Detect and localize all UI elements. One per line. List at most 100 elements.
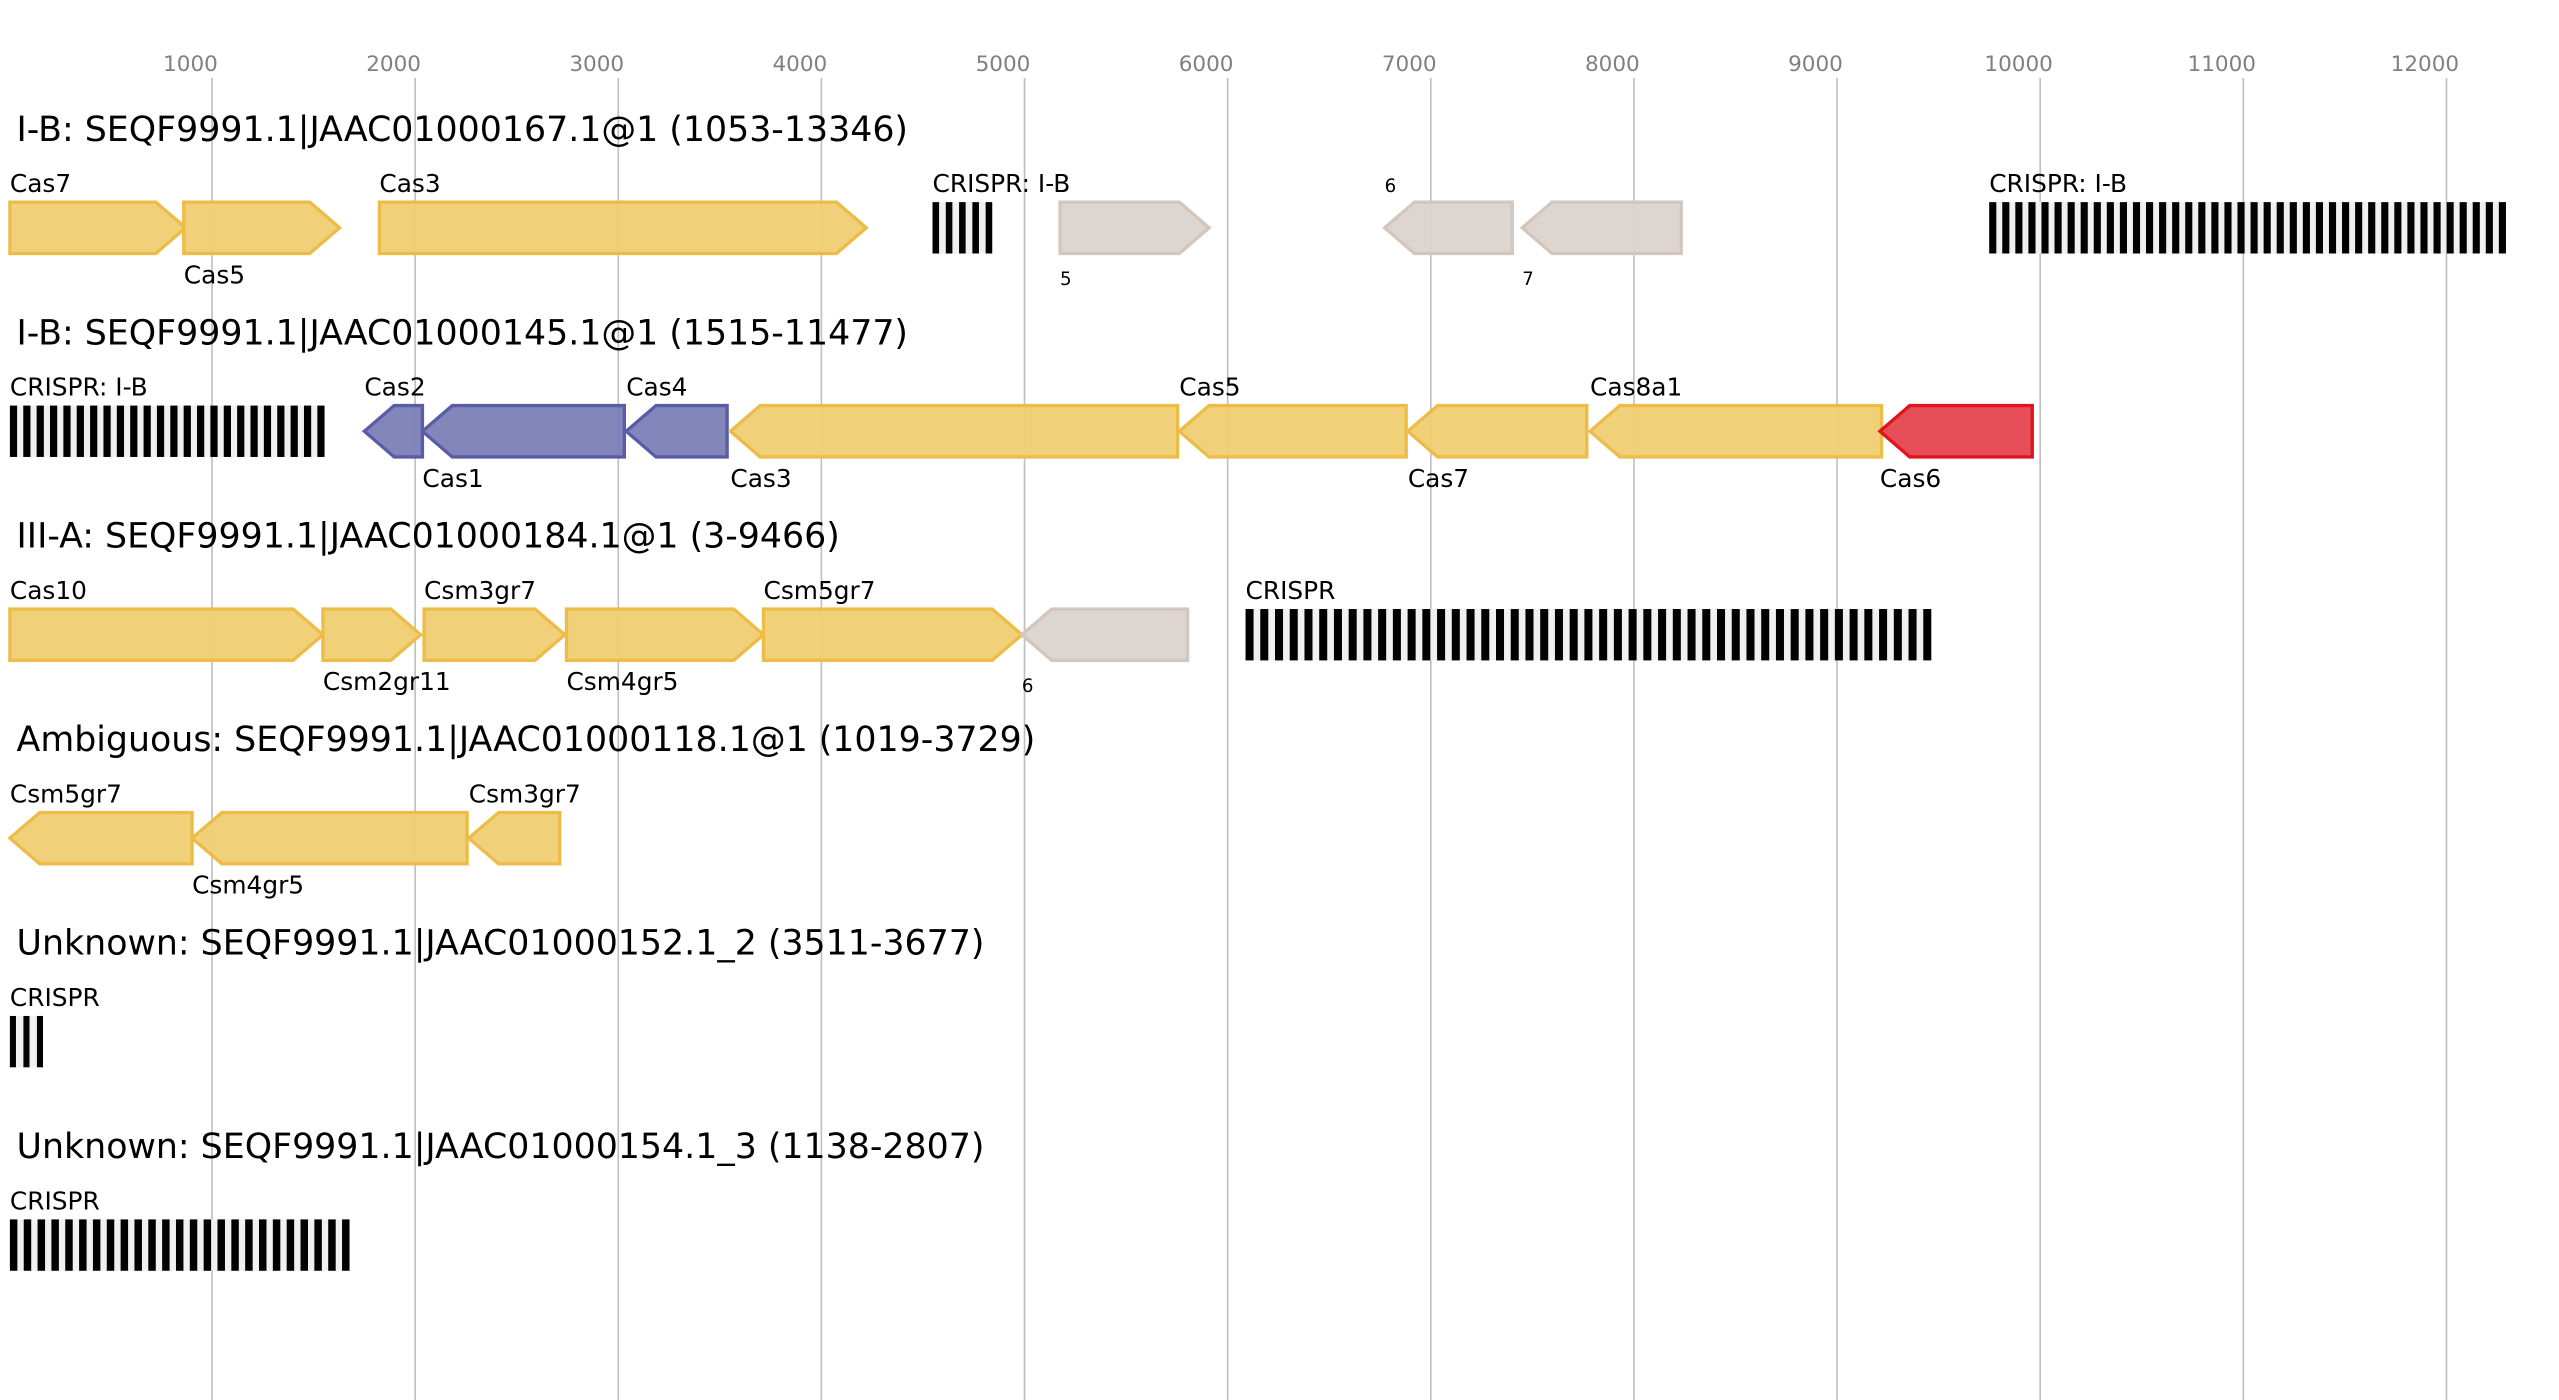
track: I-B: SEQF9991.1|JAAC01000167.1@1 (1053-1…: [8, 110, 2506, 290]
crispr-repeat: [9, 1219, 18, 1271]
crispr-repeat: [1908, 609, 1917, 661]
crispr-repeat: [1746, 609, 1755, 661]
gene-arrow-csm5gr7: [7, 810, 194, 866]
crispr-repeat: [1289, 609, 1298, 661]
crispr-repeat: [1348, 609, 1357, 661]
crispr-repeat: [210, 405, 218, 457]
crispr-repeat: [1687, 609, 1696, 661]
grid-lines: [211, 77, 2448, 1400]
feature-label: Cas4: [626, 373, 687, 402]
crispr-repeat: [1717, 609, 1726, 661]
crispr-repeat: [2342, 202, 2350, 254]
crispr-repeat: [2276, 202, 2284, 254]
feature-label: Csm4gr5: [192, 871, 304, 900]
crispr-repeat: [2407, 202, 2415, 254]
crispr-repeat: [1643, 609, 1652, 661]
crispr-repeat: [2237, 202, 2245, 254]
crispr-repeat: [300, 1219, 309, 1271]
track-title: Ambiguous: SEQF9991.1|JAAC01000118.1@1 (…: [17, 720, 1036, 760]
crispr-repeat: [2119, 202, 2127, 254]
crispr-repeat: [303, 405, 312, 457]
feature-label: Cas1: [422, 464, 483, 493]
crispr-repeat: [1510, 609, 1519, 661]
crispr-repeat: [2498, 202, 2506, 254]
crispr-repeat: [1658, 609, 1667, 661]
gene-arrow-6: [1019, 607, 1190, 663]
crispr-repeat: [972, 202, 979, 254]
tick-label: 10000: [1984, 52, 2052, 77]
tick-label: 4000: [772, 52, 827, 77]
crispr-repeat: [959, 202, 966, 254]
feature-label: Csm2gr11: [323, 667, 451, 696]
crispr-repeat: [1805, 609, 1814, 661]
gene-arrow-cas3: [727, 403, 1180, 459]
crispr-repeat: [2420, 202, 2428, 254]
crispr-repeat: [1672, 609, 1681, 661]
crispr-repeat: [2159, 202, 2167, 254]
feature-label: Csm4gr5: [566, 667, 678, 696]
track-title: Unknown: SEQF9991.1|JAAC01000154.1_3 (11…: [17, 1127, 985, 1167]
feature-label: Cas3: [730, 464, 791, 493]
crispr-repeat: [2368, 202, 2376, 254]
crispr-repeat: [36, 1015, 44, 1068]
gene-arrow-csm3gr7: [422, 607, 568, 663]
crispr-repeat: [286, 1219, 295, 1271]
crispr-repeat: [1569, 609, 1578, 661]
feature-label: CRISPR: [10, 983, 100, 1012]
gene-arrow-cas5: [182, 200, 343, 256]
crispr-repeat: [2315, 202, 2324, 254]
crispr-repeat: [143, 405, 151, 457]
crispr-repeat: [189, 1219, 198, 1271]
tick-label: 6000: [1179, 52, 1234, 77]
crispr-repeat: [1761, 609, 1770, 661]
gene-arrow-cas6: [1877, 403, 2034, 459]
feature-label: Cas10: [10, 576, 87, 605]
tick-label: 12000: [2391, 52, 2459, 77]
crispr-repeat: [37, 1219, 46, 1271]
crispr-repeat: [9, 1015, 16, 1068]
crispr-repeat: [272, 1219, 281, 1271]
crispr-repeat: [1820, 609, 1829, 661]
gene-arrow-cas7: [8, 200, 189, 256]
crispr-repeat: [2185, 202, 2193, 254]
track-title: Unknown: SEQF9991.1|JAAC01000152.1_2 (35…: [17, 924, 985, 964]
feature-label: Cas3: [379, 169, 440, 198]
crispr-repeat: [223, 405, 231, 457]
crispr-repeat: [1333, 609, 1342, 661]
crispr-repeat: [2015, 202, 2023, 254]
crispr-repeat: [259, 1219, 267, 1271]
feature-label: Csm5gr7: [764, 576, 876, 605]
crispr-repeat: [2028, 202, 2036, 254]
crispr-repeat: [245, 1219, 253, 1271]
crispr-repeat: [1554, 609, 1563, 661]
crispr-repeat: [170, 405, 178, 457]
crispr-repeat: [342, 1219, 350, 1271]
crispr-repeat: [2263, 202, 2271, 254]
gene-arrow-cas7: [1405, 403, 1589, 459]
crispr-repeat: [1584, 609, 1593, 661]
crispr-repeat: [1893, 609, 1902, 661]
crispr-repeat: [23, 1015, 30, 1068]
crispr-repeat: [76, 405, 84, 457]
crispr-repeat: [116, 405, 125, 457]
crispr-repeat: [1864, 609, 1873, 661]
crispr-repeat: [156, 405, 165, 457]
feature-label: Csm3gr7: [469, 780, 581, 809]
track-title: I-B: SEQF9991.1|JAAC01000145.1@1 (1515-1…: [17, 313, 908, 353]
crispr-repeat: [183, 405, 191, 457]
crispr-repeat: [79, 1219, 87, 1271]
crispr-repeat: [945, 202, 953, 254]
crispr-array: [1989, 202, 2506, 254]
crispr-repeat: [277, 405, 285, 457]
crispr-repeat: [263, 405, 272, 457]
crispr-repeat: [175, 1219, 184, 1271]
feature-label: 5: [1060, 269, 1072, 290]
crispr-repeat: [23, 1219, 32, 1271]
crispr-repeat: [9, 405, 18, 457]
feature-label: Cas7: [1408, 464, 1469, 493]
feature-label: CRISPR: [10, 1186, 100, 1215]
track: I-B: SEQF9991.1|JAAC01000145.1@1 (1515-1…: [9, 313, 2034, 493]
crispr-repeat: [1481, 609, 1490, 661]
track-title: I-B: SEQF9991.1|JAAC01000167.1@1 (1053-1…: [17, 110, 908, 150]
crispr-repeat: [1363, 609, 1372, 661]
